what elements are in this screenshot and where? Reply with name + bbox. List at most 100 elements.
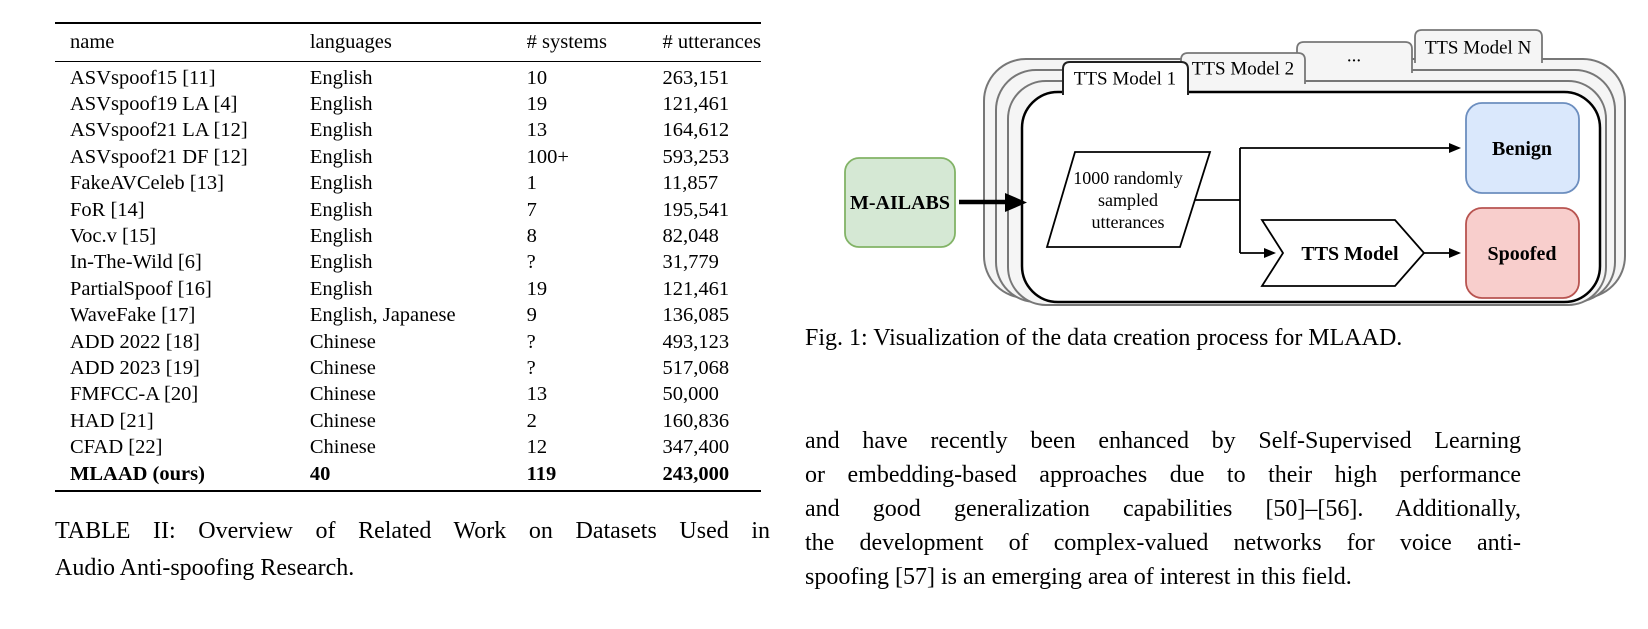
tab-ellipsis bbox=[1296, 41, 1413, 73]
paragraph-line: spoofing [57] is an emerging area of int… bbox=[805, 564, 1352, 590]
table-cell: In-The-Wild [6] bbox=[70, 251, 202, 274]
table-cell: 8 bbox=[526, 224, 537, 247]
table-cell: Chinese bbox=[309, 383, 376, 406]
table-cell: Voc.v [15] bbox=[70, 224, 157, 247]
table-cell: English bbox=[309, 198, 373, 221]
table-cell: 13 bbox=[526, 119, 548, 142]
table-cell: FMFCC-A [20] bbox=[70, 383, 199, 406]
tab-tts-model-2-label: TTS Model 2 bbox=[1192, 59, 1294, 80]
table-cell: FoR [14] bbox=[70, 198, 145, 221]
table-cell: ? bbox=[526, 356, 536, 379]
flow-connectors bbox=[1195, 143, 1461, 258]
table-header-row: name languages # systems # utterances bbox=[55, 23, 761, 61]
table-cell: 121,461 bbox=[662, 92, 730, 115]
table-cell: English bbox=[309, 251, 373, 274]
table-cell: English bbox=[309, 92, 373, 115]
table-cell: English bbox=[309, 66, 373, 89]
paragraph-line: or embedding-based approaches due to the… bbox=[805, 462, 1521, 488]
benign-label: Benign bbox=[1492, 138, 1552, 160]
table-cell: 517,068 bbox=[662, 356, 730, 379]
tab-tts-model-2 bbox=[1180, 52, 1306, 84]
table-cell: English bbox=[309, 277, 373, 300]
table-cell: ? bbox=[526, 330, 536, 353]
sampled-utterances-parallelogram bbox=[1045, 151, 1212, 248]
table-cell: English bbox=[309, 224, 373, 247]
table-cell: English bbox=[309, 145, 373, 168]
table-cell: 19 bbox=[526, 92, 548, 115]
tab-tts-model-n bbox=[1414, 29, 1543, 63]
table-cell: Chinese bbox=[309, 436, 376, 459]
table-cell: MLAAD (ours) bbox=[70, 462, 205, 485]
table-cell: 164,612 bbox=[662, 119, 730, 142]
table-cell: 136,085 bbox=[662, 304, 730, 327]
table-cell: 12 bbox=[526, 436, 548, 459]
tts-model-chevron bbox=[1260, 219, 1426, 287]
table-cell: 50,000 bbox=[662, 383, 719, 406]
table-cell: 7 bbox=[526, 198, 537, 221]
table-row: ASVspoof19 LA [4] English 19 121,461 bbox=[55, 91, 761, 117]
table-cell: ADD 2023 [19] bbox=[70, 356, 200, 379]
table-cell: 347,400 bbox=[662, 436, 730, 459]
table-row: In-The-Wild [6] English? 31,779 bbox=[55, 249, 761, 275]
tts-model-label: TTS Model bbox=[1301, 243, 1399, 265]
table-cell: CFAD [22] bbox=[70, 436, 163, 459]
table-cell: 119 bbox=[526, 462, 557, 485]
table-row: ADD 2022 [18] Chinese? 493,123 bbox=[55, 329, 761, 355]
col-header-systems: # systems bbox=[526, 30, 607, 53]
source-box-label: M-AILABS bbox=[850, 192, 950, 214]
table-cell: 160,836 bbox=[662, 409, 730, 432]
table-row: WaveFake [17] English, Japanese 9 136,085 bbox=[55, 302, 761, 328]
table-cell: Chinese bbox=[309, 330, 376, 353]
table-cell: PartialSpoof [16] bbox=[70, 277, 212, 300]
tab-tts-model-1 bbox=[1062, 61, 1189, 95]
table-cell: ASVspoof15 [11] bbox=[70, 66, 216, 89]
col-header-name: name bbox=[70, 30, 115, 53]
table-cell: English bbox=[309, 119, 373, 142]
table-cell: ADD 2022 [18] bbox=[70, 330, 200, 353]
paragraph-line: the development of complex-valued networ… bbox=[805, 530, 1521, 556]
parallelogram-line1: 1000 randomly bbox=[1073, 168, 1183, 188]
table-row: ASVspoof21 LA [12] English 13 164,612 bbox=[55, 117, 761, 143]
table-cell: 1 bbox=[526, 172, 537, 195]
figure-caption: Fig. 1: Visualization of the data creati… bbox=[805, 325, 1403, 351]
table-cell: 31,779 bbox=[662, 251, 719, 274]
table-cell: 263,151 bbox=[662, 66, 730, 89]
parallelogram-line3: utterances bbox=[1092, 212, 1165, 232]
col-header-languages: languages bbox=[309, 30, 392, 53]
table-cell: 243,000 bbox=[662, 462, 730, 485]
table-cell: English, Japanese bbox=[309, 304, 456, 327]
table-caption-line2: Audio Anti-spoofing Research. bbox=[55, 555, 355, 581]
table-cell: 593,253 bbox=[662, 145, 730, 168]
col-header-utterances: # utterances bbox=[662, 30, 761, 53]
table-cell: 40 bbox=[309, 462, 331, 485]
table-cell: ? bbox=[526, 251, 536, 274]
spoofed-label: Spoofed bbox=[1488, 243, 1557, 265]
table-cell: 493,123 bbox=[662, 330, 730, 353]
table-cell: 19 bbox=[526, 277, 548, 300]
table-row: ASVspoof15 [11] English 10 263,151 bbox=[55, 61, 761, 91]
source-arrow bbox=[959, 193, 1027, 212]
table-cell: 11,857 bbox=[662, 172, 719, 195]
table-cell: ASVspoof21 DF [12] bbox=[70, 145, 248, 168]
table-ii-section: name languages # systems # utterances AS… bbox=[55, 12, 770, 587]
datasets-table: name languages # systems # utterances AS… bbox=[55, 22, 761, 492]
tab-tts-model-n-label: TTS Model N bbox=[1425, 38, 1532, 59]
tab-ellipsis-label: ... bbox=[1347, 46, 1361, 67]
benign-box bbox=[1465, 102, 1580, 194]
table-cell: ASVspoof21 LA [12] bbox=[70, 119, 248, 142]
table-cell: ASVspoof19 LA [4] bbox=[70, 92, 238, 115]
table-cell: 2 bbox=[526, 409, 537, 432]
figure-1-diagram: TTS Model N ... TTS Model 2 TTS Model 1 … bbox=[844, 29, 1626, 306]
source-box bbox=[844, 157, 956, 248]
parallelogram-line2: sampled bbox=[1098, 190, 1158, 210]
table-cell: 10 bbox=[526, 66, 548, 89]
table-cell: 9 bbox=[526, 304, 537, 327]
table-cell: 82,048 bbox=[662, 224, 719, 247]
table-cell: FakeAVCeleb [13] bbox=[70, 172, 224, 195]
table-cell: WaveFake [17] bbox=[70, 304, 196, 327]
table-cell: English bbox=[309, 172, 373, 195]
